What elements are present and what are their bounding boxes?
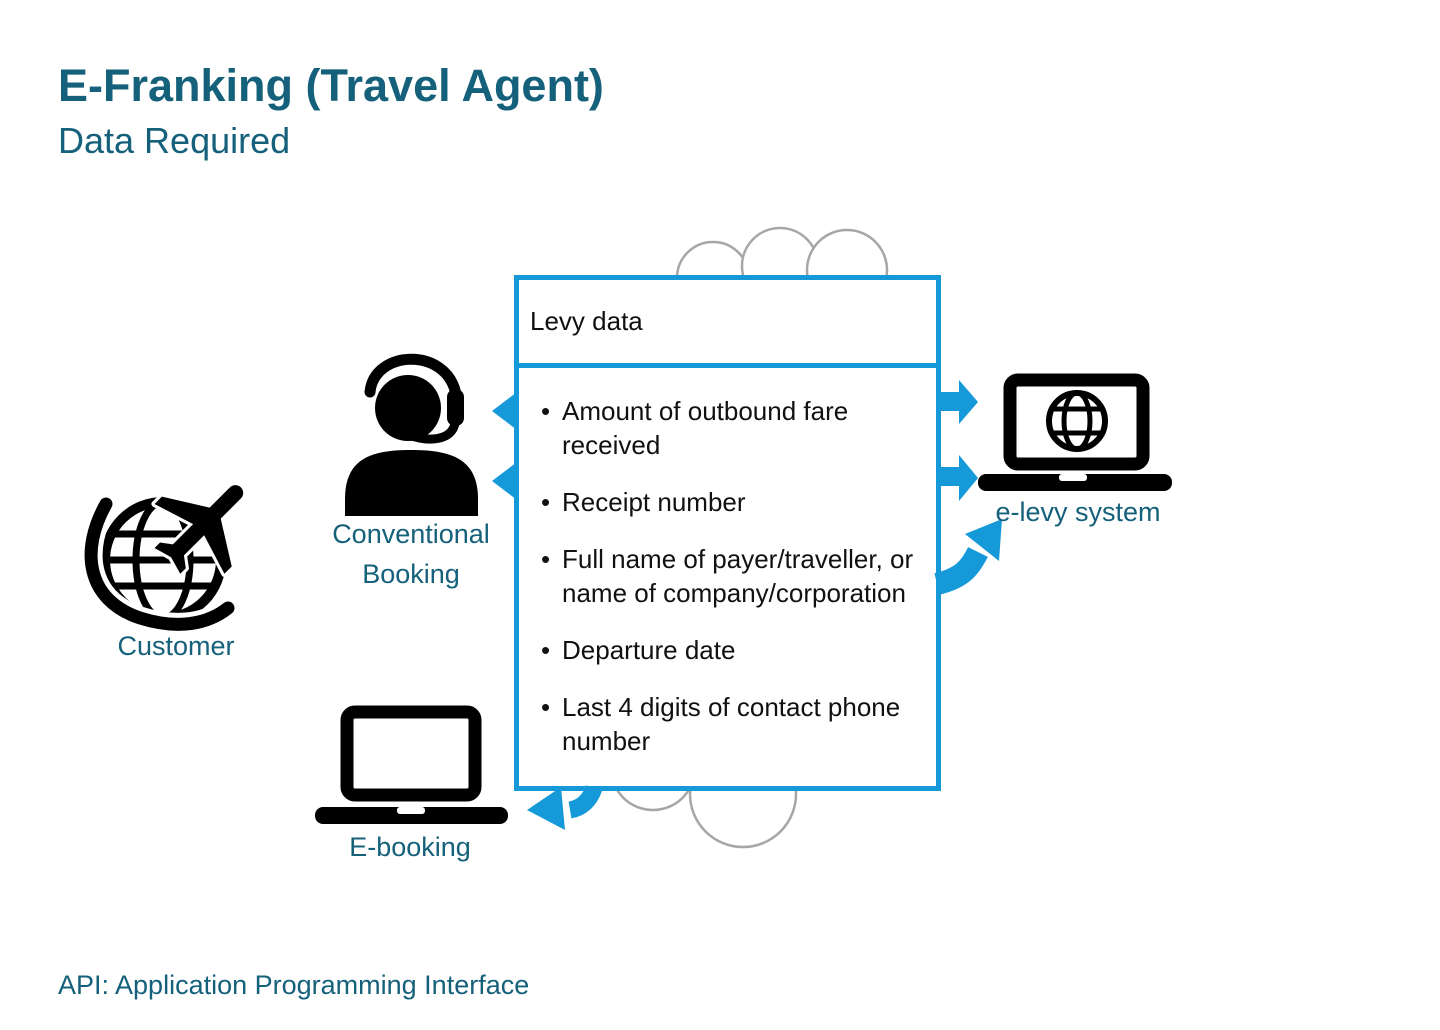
page-subtitle: Data Required (58, 120, 291, 161)
levy-bullet: Departure date (541, 633, 937, 667)
airplane-icon (151, 481, 247, 577)
levy-bullet: Amount of outbound fare received (541, 394, 937, 462)
microphone (404, 418, 460, 444)
laptop-globe-icon (978, 373, 1172, 491)
screen-globe (1046, 390, 1108, 452)
laptop-icon (315, 705, 508, 824)
levy-bullet: Receipt number (541, 485, 937, 519)
arrow-box-to-elevy-2 (937, 455, 978, 501)
levy-box-title: Levy data (519, 280, 936, 368)
customer-label: Customer (117, 631, 235, 661)
levy-bullet: Last 4 digits of contact phone number (541, 690, 937, 758)
levy-data-list: Amount of outbound fare received Receipt… (519, 368, 936, 758)
e-booking-label: E-booking (349, 832, 471, 862)
swoosh (79, 492, 240, 636)
arrow-box-to-ebooking (527, 784, 603, 830)
earpiece (447, 389, 464, 426)
page-title: E-Franking (Travel Agent) (58, 60, 604, 111)
head (375, 375, 441, 441)
agent-headset-icon (345, 353, 478, 516)
levy-bullet: Full name of payer/traveller, or name of… (541, 542, 937, 610)
globe-airplane-icon (79, 481, 247, 636)
laptop-base (978, 474, 1172, 491)
headband (364, 353, 462, 400)
laptop-notch (1059, 474, 1087, 481)
laptop-base (315, 807, 508, 824)
levy-data-box: Levy data Amount of outbound fare receiv… (514, 275, 941, 791)
shoulders (345, 450, 478, 516)
laptop-notch (397, 807, 425, 814)
footer-note: API: Application Programming Interface (58, 970, 530, 1000)
globe (100, 497, 226, 623)
conventional-booking-label: Conventional Booking (332, 519, 490, 589)
e-levy-system-label: e-levy system (995, 497, 1161, 527)
arrow-box-to-elevy-1 (937, 380, 978, 424)
laptop-screen (340, 705, 482, 802)
laptop-screen (1003, 373, 1150, 471)
